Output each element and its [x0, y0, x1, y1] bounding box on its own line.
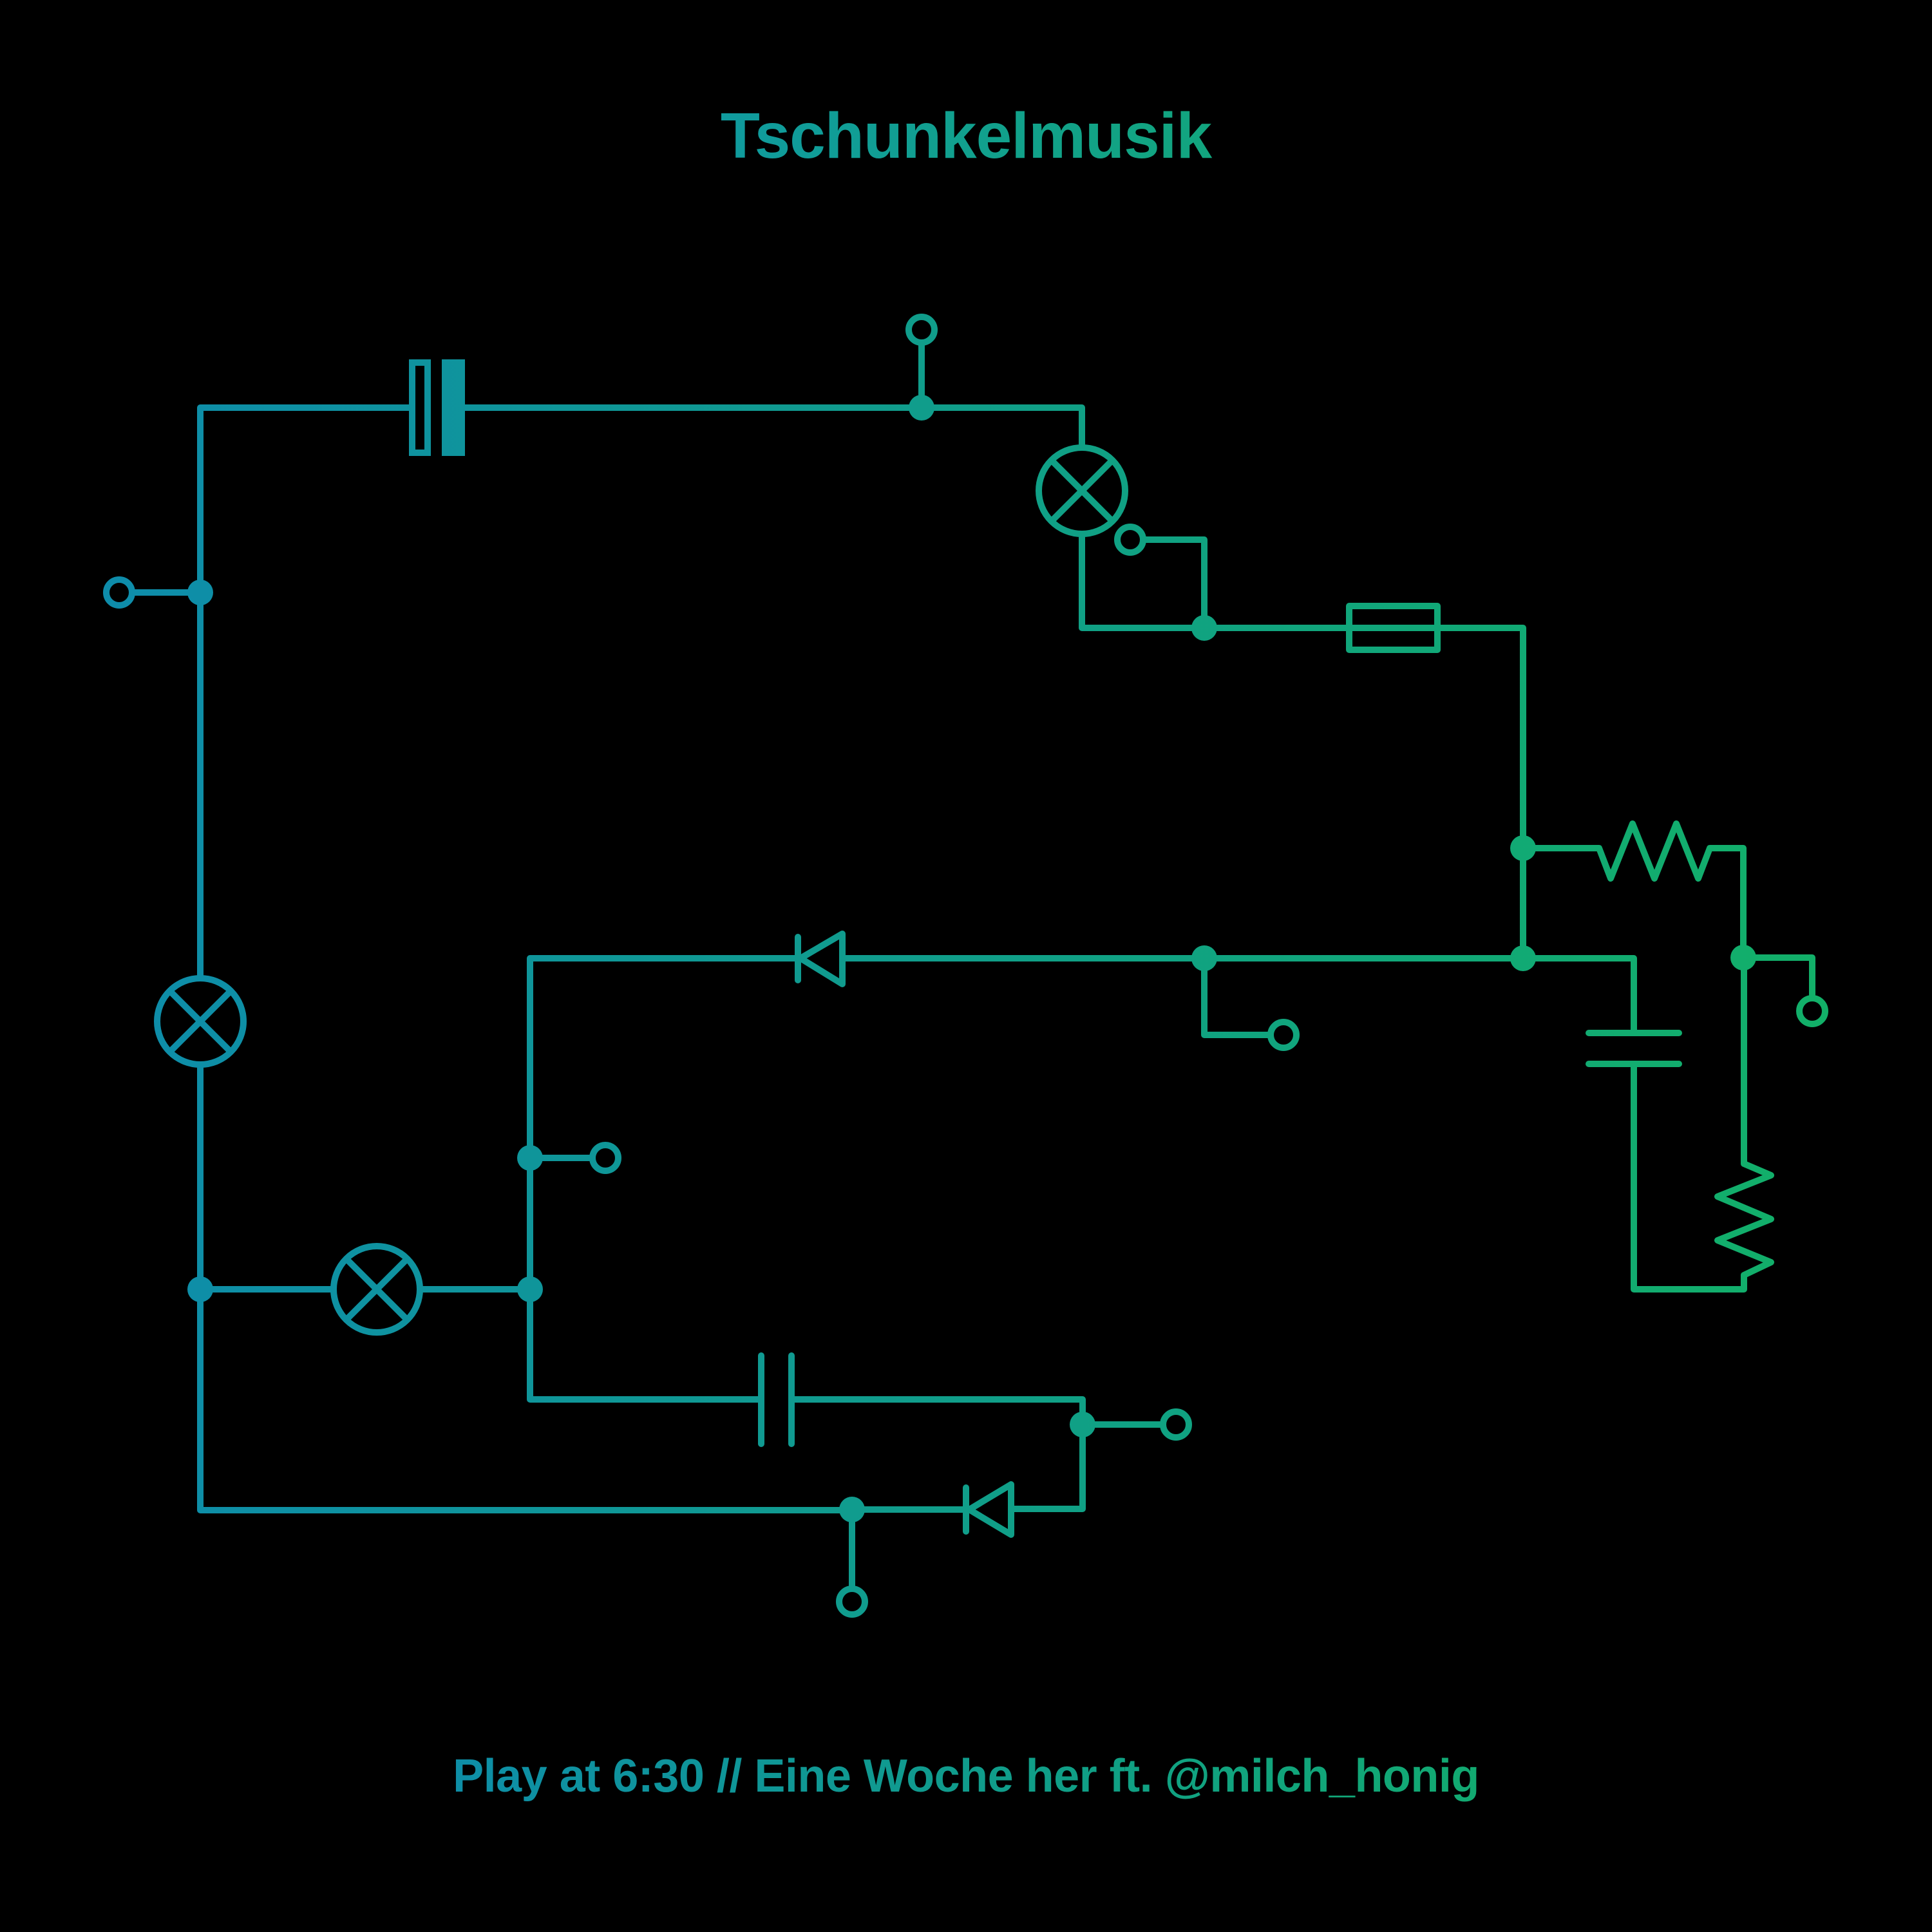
junction-resistor-left	[1510, 835, 1536, 861]
junction-left-top	[187, 580, 213, 605]
junction-bottom-right	[1070, 1412, 1095, 1437]
diode-upper-triangle	[797, 931, 846, 987]
wire-right-terminal	[1743, 954, 1815, 998]
wire-left-top	[197, 404, 412, 978]
resistor-vertical	[1631, 958, 1774, 1293]
wire-top-rail	[465, 404, 1085, 448]
terminal-bottom	[836, 1586, 868, 1618]
junction-top	[909, 395, 934, 421]
junction-inner	[517, 1145, 543, 1171]
wire-cap-right-top	[1523, 955, 1637, 1033]
terminal-top	[905, 314, 938, 346]
junction-bottom	[839, 1497, 865, 1522]
wire-lamp-side-terminal	[1143, 536, 1208, 628]
capacitor-plate-hollow	[409, 359, 431, 456]
circuit-diagram	[103, 314, 1828, 1618]
junction-fuse-left	[1191, 615, 1217, 641]
lamp-left-cross-2	[167, 989, 233, 1054]
junction-left-bottom	[187, 1276, 213, 1302]
wire-left-bottom	[197, 1065, 852, 1513]
wire-cap-bottom-right	[791, 1396, 1086, 1512]
lamp-bottom-cross-2	[344, 1256, 410, 1322]
resistor-horizontal	[1523, 820, 1747, 958]
lamp-top-cross-2	[1049, 458, 1115, 524]
diode-lower-triangle	[966, 1481, 1014, 1538]
terminal-bottom-right	[1160, 1408, 1192, 1441]
capacitor-plate-filled	[442, 359, 465, 456]
junction-middle	[1191, 945, 1217, 971]
terminal-lamp-side	[1114, 524, 1146, 556]
wire-lamp-top-down	[1079, 534, 1346, 631]
electrolytic-capacitor-top	[409, 359, 465, 456]
wire-middle-left	[527, 955, 798, 1403]
junction-lamp-bottom-right	[517, 1276, 543, 1302]
terminal-right	[1796, 995, 1828, 1027]
wire-middle-terminal	[1201, 958, 1271, 1038]
poster-title: Tschunkelmusik	[721, 100, 1213, 172]
terminal-inner	[589, 1142, 621, 1174]
terminal-middle	[1267, 1019, 1300, 1051]
terminal-left	[103, 576, 135, 609]
poster-caption: Play at 6:30 // Eine Woche her ft. @milc…	[453, 1750, 1479, 1802]
